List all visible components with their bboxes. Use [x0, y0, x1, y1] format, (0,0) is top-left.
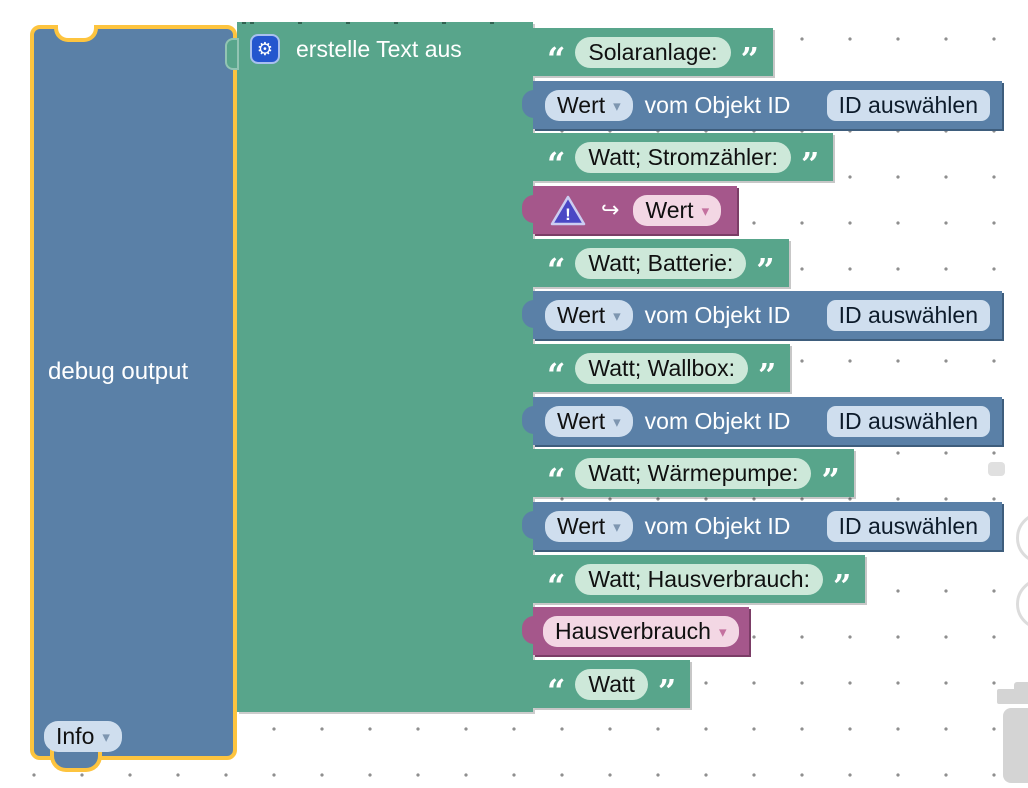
- previous-connector-notch: [54, 25, 98, 42]
- connector-tab: [522, 195, 534, 223]
- string-value-field[interactable]: Watt; Hausverbrauch:: [575, 563, 823, 595]
- gear-icon[interactable]: ⚙: [250, 34, 280, 64]
- open-quote-icon: “: [547, 145, 566, 183]
- value-attribute-dropdown[interactable]: Wert ▾: [545, 510, 633, 542]
- string-block[interactable]: “ Watt ”: [522, 660, 691, 710]
- convert-type-value: Wert: [645, 196, 694, 223]
- get-value-block[interactable]: Wert ▾ vom Objekt ID ID auswählen: [522, 397, 1002, 445]
- zoom-control-fragment[interactable]: [988, 462, 1005, 476]
- select-id-button[interactable]: ID auswählen: [826, 89, 990, 121]
- close-quote-icon: ”: [832, 567, 852, 605]
- get-value-block[interactable]: Wert ▾ vom Objekt ID ID auswählen: [522, 81, 1002, 129]
- close-quote-icon: ”: [657, 672, 677, 710]
- string-value-field[interactable]: Watt; Wärmepumpe:: [575, 457, 812, 489]
- close-quote-icon: ”: [821, 461, 840, 499]
- string-block[interactable]: “ Watt; Wärmepumpe: ”: [522, 449, 854, 499]
- create-text-label: erstelle Text aus: [296, 35, 462, 62]
- string-value-field[interactable]: Watt: [575, 668, 648, 700]
- string-block[interactable]: “ Watt; Wallbox: ”: [522, 344, 791, 394]
- select-id-button[interactable]: ID auswählen: [826, 405, 990, 437]
- debug-output-block[interactable]: debug output Info ▾: [30, 25, 237, 772]
- create-text-header: ⚙ erstelle Text aus: [237, 22, 533, 64]
- create-text-block[interactable]: ⚙ erstelle Text aus: [225, 22, 533, 712]
- dropdown-arrow-icon: ▾: [613, 307, 621, 325]
- trashcan-icon[interactable]: [1014, 682, 1028, 691]
- string-block[interactable]: “ Watt; Batterie: ”: [522, 239, 789, 289]
- svg-text:!: !: [565, 205, 571, 224]
- select-id-button[interactable]: ID auswählen: [826, 510, 990, 542]
- convert-type-dropdown[interactable]: Wert ▾: [633, 194, 722, 226]
- open-quote-icon: “: [547, 461, 566, 499]
- close-quote-icon: ”: [740, 40, 759, 78]
- connector-tab: [522, 669, 534, 697]
- dropdown-arrow-icon: ▾: [701, 202, 710, 220]
- connector-tab: [522, 616, 534, 644]
- connector-tab: [522, 90, 534, 118]
- variable-name: Hausverbrauch: [555, 617, 711, 644]
- string-value-field[interactable]: Solaranlage:: [575, 36, 731, 68]
- log-level-value: Info: [56, 723, 95, 749]
- connector-tab: [522, 406, 534, 434]
- open-quote-icon: “: [547, 672, 566, 710]
- object-id-label: vom Objekt ID: [644, 407, 791, 434]
- open-quote-icon: “: [547, 567, 566, 605]
- connector-tab: [522, 300, 534, 328]
- warning-icon: !: [550, 195, 586, 225]
- variable-dropdown[interactable]: Hausverbrauch ▾: [543, 615, 739, 647]
- string-block[interactable]: “ Watt; Hausverbrauch: ”: [522, 555, 866, 605]
- value-attribute-dropdown[interactable]: Wert ▾: [545, 299, 633, 331]
- trashcan-icon[interactable]: [1003, 708, 1028, 783]
- connector-tab: [522, 248, 534, 276]
- connector-tab: [522, 458, 534, 486]
- trashcan-icon[interactable]: [997, 689, 1028, 704]
- get-value-block[interactable]: Wert ▾ vom Objekt ID ID auswählen: [522, 291, 1002, 339]
- next-connector-bump: [50, 748, 102, 772]
- log-level-dropdown[interactable]: Info ▾: [44, 721, 122, 752]
- value-attribute-value: Wert: [557, 512, 606, 539]
- connector-tab: [522, 564, 534, 592]
- string-value-field[interactable]: Watt; Wallbox:: [575, 352, 748, 384]
- value-attribute-value: Wert: [557, 301, 606, 328]
- output-connector-tab: [225, 38, 239, 70]
- variable-block[interactable]: Hausverbrauch ▾: [522, 607, 749, 655]
- close-quote-icon: ”: [756, 251, 775, 289]
- value-attribute-value: Wert: [557, 91, 606, 118]
- object-id-label: vom Objekt ID: [644, 512, 791, 539]
- connector-tab: [522, 37, 534, 65]
- value-attribute-value: Wert: [557, 407, 606, 434]
- object-id-label: vom Objekt ID: [644, 91, 791, 118]
- string-block[interactable]: “ Solaranlage: ”: [522, 28, 773, 78]
- dropdown-arrow-icon: ▾: [613, 97, 621, 115]
- value-attribute-dropdown[interactable]: Wert ▾: [545, 405, 633, 437]
- open-quote-icon: “: [547, 251, 566, 289]
- convert-block[interactable]: ! ↪ Wert ▾: [522, 186, 738, 234]
- connector-tab: [522, 511, 534, 539]
- string-block[interactable]: “ Watt; Stromzähler: ”: [522, 133, 834, 183]
- connector-tab: [522, 142, 534, 170]
- close-quote-icon: ”: [801, 145, 820, 183]
- close-quote-icon: ”: [757, 356, 777, 394]
- dropdown-arrow-icon: ▾: [718, 623, 727, 641]
- open-quote-icon: “: [547, 40, 566, 78]
- dropdown-arrow-icon: ▾: [613, 413, 621, 431]
- get-value-block[interactable]: Wert ▾ vom Objekt ID ID auswählen: [522, 502, 1002, 550]
- object-id-label: vom Objekt ID: [644, 301, 791, 328]
- convert-arrow-icon: ↪: [601, 197, 620, 222]
- value-attribute-dropdown[interactable]: Wert ▾: [545, 89, 633, 121]
- open-quote-icon: “: [547, 356, 566, 394]
- string-value-field[interactable]: Watt; Stromzähler:: [575, 141, 791, 173]
- dropdown-arrow-icon: ▾: [613, 518, 621, 536]
- select-id-button[interactable]: ID auswählen: [826, 299, 990, 331]
- string-value-field[interactable]: Watt; Batterie:: [575, 247, 747, 279]
- dropdown-arrow-icon: ▾: [102, 729, 110, 746]
- debug-output-label: debug output: [48, 358, 189, 385]
- connector-tab: [522, 353, 534, 381]
